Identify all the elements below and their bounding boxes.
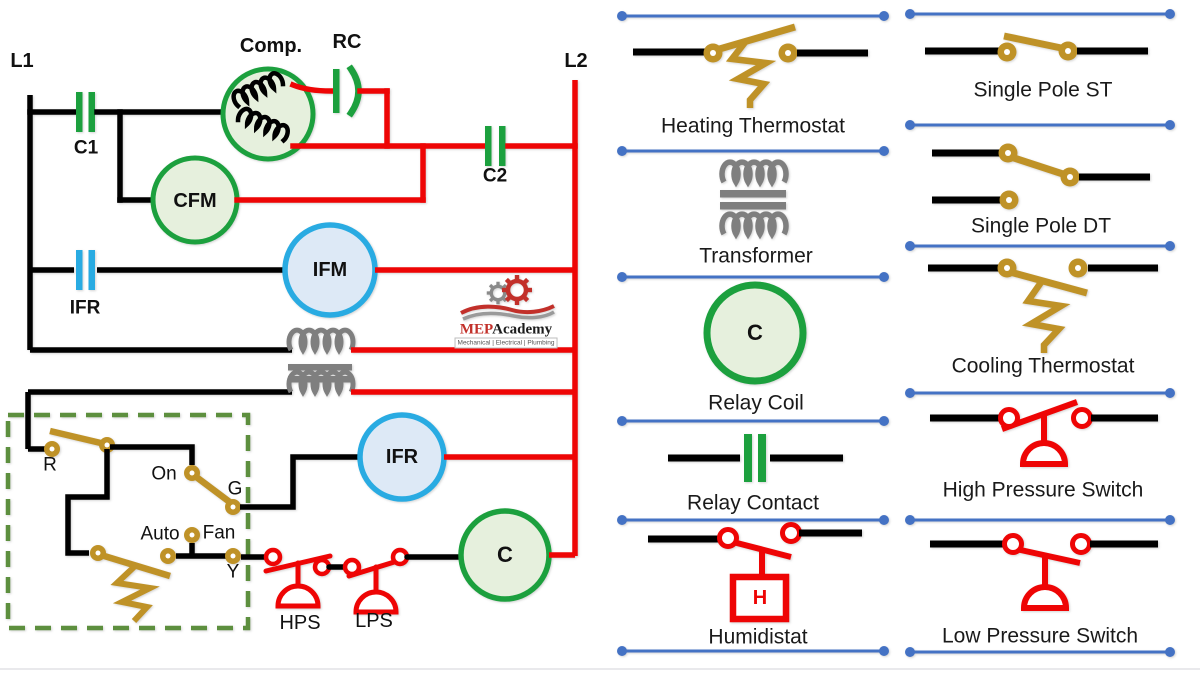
l2-rail-label: L2: [564, 50, 588, 72]
terminal-g-label: G: [227, 478, 243, 500]
logo-wave-red: [460, 304, 555, 315]
legend-cooling-thermostat-label: Cooling Thermostat: [951, 354, 1135, 378]
ifr-coil-label: IFR: [385, 446, 419, 468]
rc-capacitor: [333, 69, 340, 113]
transformer-primary-winding: [286, 327, 356, 355]
red-gear-icon: [502, 275, 532, 305]
logo-mep-text: MEP: [459, 321, 493, 338]
fan-word-label: Fan: [202, 522, 236, 544]
terminal-r-label: R: [43, 454, 57, 476]
fan-on-label: On: [151, 463, 177, 485]
heat-switch-blade: [100, 551, 171, 580]
logo-wave-gray: [462, 310, 555, 321]
transformer-symbol: [719, 159, 789, 240]
logo-tagline: Mechanical | Electrical | Plumbing: [454, 337, 558, 349]
high-pressure-switch-symbol: [930, 399, 1158, 467]
compressor-windings: [231, 71, 290, 144]
transformer-core: [288, 364, 352, 371]
heating-thermostat-symbol: [633, 23, 868, 108]
c2-contact-bars: [485, 126, 492, 166]
c-coil-label: C: [497, 542, 513, 567]
transformer-secondary-winding: [286, 369, 356, 397]
ifr-contact-bars: [76, 250, 83, 290]
pressure-switches: [263, 547, 464, 615]
c1-contact-label: C1: [73, 137, 99, 159]
relay-coil-symbol: [703, 281, 807, 385]
terminal-y-label: Y: [226, 561, 240, 583]
ifm-motor-label: IFM: [312, 259, 348, 281]
mep-academy-logo-graphic: [460, 275, 555, 321]
compressor-label: Comp.: [239, 35, 303, 57]
slide-bottom-rule: [0, 668, 1200, 670]
run-capacitor-label: RC: [332, 31, 362, 53]
cooling-thermostat-symbol: [928, 258, 1158, 353]
r-switch-blade: [49, 427, 106, 448]
hvac-schematic: [5, 9, 1175, 657]
l1-rail-label: L1: [10, 50, 34, 72]
legend-low-pressure-switch-label: Low Pressure Switch: [941, 624, 1139, 648]
relay-contact-symbol: [668, 434, 843, 482]
legend-single-pole-st-label: Single Pole ST: [973, 78, 1113, 102]
lps-label: LPS: [355, 610, 393, 632]
lps-diaphragm: [353, 589, 399, 615]
indoor-fan-circuit: [30, 222, 575, 318]
thermostat-dashed-box: [5, 412, 251, 631]
mep-academy-logo-text: MEPAcademy: [460, 322, 552, 339]
fan-switch-blade: [193, 473, 233, 506]
lps-terminal: [342, 557, 362, 577]
compressor-circuit: [27, 64, 578, 245]
hps-label: HPS: [279, 612, 321, 634]
single-pole-dt-symbol: [932, 143, 1150, 210]
legend-single-pole-dt-label: Single Pole DT: [970, 214, 1112, 238]
c1-contact-bars: [76, 92, 83, 132]
single-pole-st-symbol: [925, 32, 1148, 62]
legend-humidistat-letter: H: [752, 587, 768, 609]
humidistat-symbol: [648, 522, 862, 623]
rc-branch-wire: [289, 81, 334, 94]
c2-contact-label: C2: [482, 165, 508, 187]
hps-diaphragm: [275, 583, 321, 609]
legend-left-dividers: [617, 11, 889, 656]
legend-heating-thermostat-label: Heating Thermostat: [660, 114, 846, 138]
logo-academy-text: Academy: [492, 321, 553, 338]
thermostat-section: [5, 392, 359, 631]
transformer: [28, 327, 575, 397]
legend-right-dividers: [905, 9, 1175, 657]
gray-gear-icon: [485, 280, 511, 306]
legend-relay-coil-label: Relay Coil: [708, 391, 804, 415]
compressor-motor-circle: [220, 66, 316, 162]
legend-high-pressure-switch-label: High Pressure Switch: [942, 478, 1144, 502]
low-pressure-switch-symbol: [930, 533, 1158, 611]
legend-relay-coil-letter: C: [747, 320, 763, 345]
fan-auto-label: Auto: [140, 523, 180, 545]
legend-transformer-label: Transformer: [699, 244, 813, 268]
hps-terminal: [263, 547, 283, 567]
legend-humidistat-label: Humidistat: [708, 625, 808, 649]
cfm-motor-label: CFM: [173, 190, 217, 212]
ifr-contact-label: IFR: [69, 297, 101, 319]
heat-anticipator-zigzag: [110, 564, 160, 624]
legend-relay-contact-label: Relay Contact: [687, 491, 819, 515]
